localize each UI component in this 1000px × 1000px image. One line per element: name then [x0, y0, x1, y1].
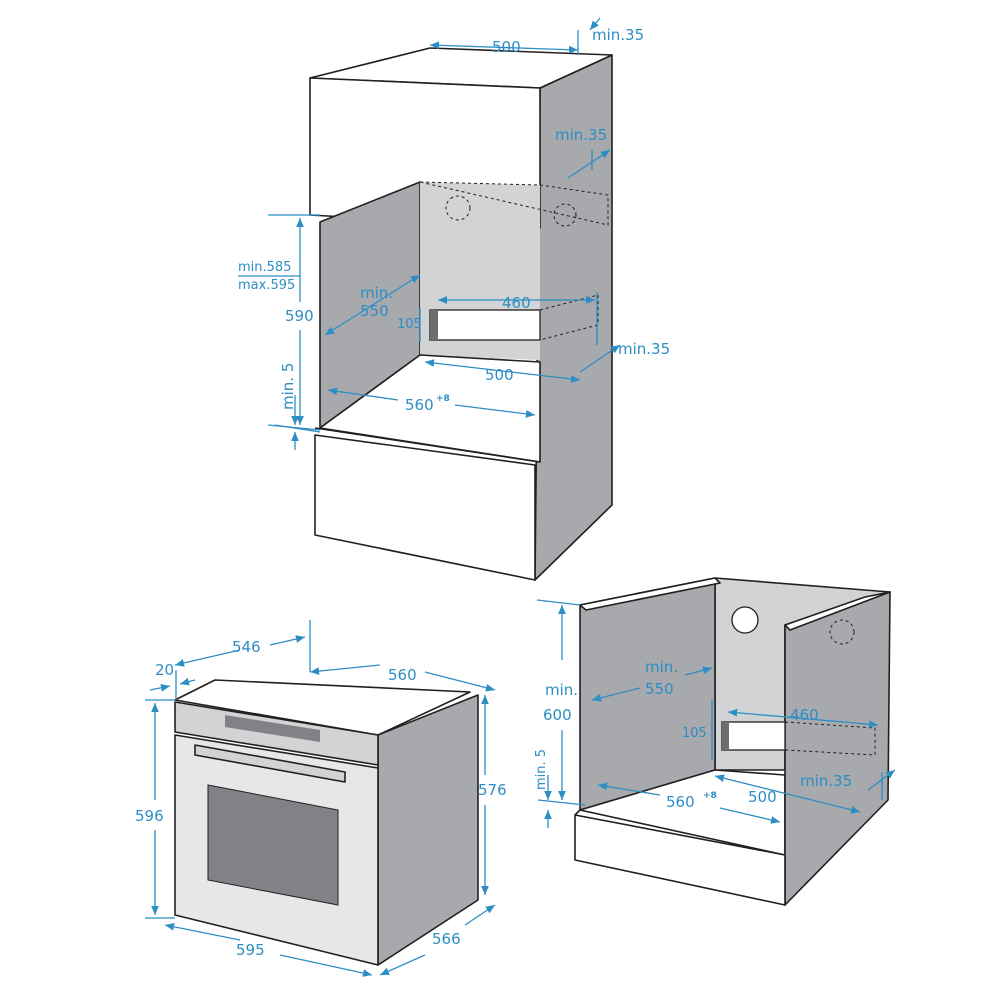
- opening-height-max-label: max.595: [238, 278, 295, 293]
- oven-width-front-label: 595: [236, 941, 265, 959]
- side-gap-label: min.35: [618, 340, 670, 358]
- oven-depth-body-label: 546: [232, 638, 261, 656]
- top-gap-label: min.35: [592, 26, 644, 44]
- oven-height-body-label: 576: [478, 781, 507, 799]
- oven-front-offset-label: 20: [155, 661, 174, 679]
- cable-hole: [731, 606, 759, 634]
- oven-height-label: 590: [285, 307, 314, 325]
- opening-width-label: 560: [666, 793, 695, 811]
- floor-depth-label: 500: [748, 788, 777, 806]
- top-width-label: 500: [492, 38, 521, 56]
- vent-opening: [429, 309, 541, 341]
- vent-width-label: 460: [502, 294, 531, 312]
- height-min-label-1: min.: [545, 681, 578, 699]
- cable-hole-rear: [553, 203, 577, 227]
- height-min-label-2: 600: [543, 706, 572, 724]
- opening-width-tolerance: +8: [703, 791, 717, 801]
- oven-height-total-label: 596: [135, 807, 164, 825]
- vent-height-label: 105: [397, 317, 422, 332]
- oven-handle: [194, 744, 346, 783]
- oven: [174, 679, 479, 966]
- vent-opening: [721, 721, 786, 751]
- opening-width-label: 560: [405, 396, 434, 414]
- rear-gap-label: min.35: [555, 126, 607, 144]
- column-dimensions: 500 min.35 min.35 min.585 max.595 590 mi…: [238, 17, 670, 450]
- plinth: [574, 814, 786, 906]
- depth-min-label-1: min.: [645, 658, 678, 676]
- rear-gap-label: min.35: [800, 772, 852, 790]
- vent-height-label: 105: [682, 726, 707, 741]
- floor-depth-label: 500: [485, 366, 514, 384]
- cable-hole: [445, 195, 471, 221]
- base-gap-label: min. 5: [534, 749, 549, 790]
- cable-hole-rear: [829, 619, 855, 645]
- cabinet-right-top-edge: [784, 591, 891, 631]
- cabinet-left-top-edge: [579, 577, 721, 611]
- base-gap-label: min. 5: [279, 363, 297, 410]
- under-counter-cabinet: [574, 577, 891, 906]
- oven-width-body-label: 560: [388, 666, 417, 684]
- vent-shadow: [430, 310, 438, 340]
- depth-min-label-1: min.: [360, 284, 393, 302]
- lower-block-front: [314, 434, 536, 581]
- depth-min-label-2: 550: [645, 680, 674, 698]
- opening-width-tolerance: +8: [436, 394, 450, 404]
- oven-side: [377, 694, 479, 966]
- oven-depth-total-label: 566: [432, 930, 461, 948]
- depth-min-label-2: 550: [360, 302, 389, 320]
- oven-dimensions: 546 20 560 596 576 595 566: [135, 620, 507, 977]
- under-counter-dimensions: min. 600 min. 550 460 105 min. 5 560 +8 …: [534, 599, 896, 828]
- opening-height-min-label: min.585: [238, 260, 291, 275]
- oven-display: [225, 715, 320, 742]
- vent-width-label: 460: [790, 706, 819, 724]
- cabinet-right-panel: [784, 591, 891, 906]
- oven-window: [207, 784, 339, 906]
